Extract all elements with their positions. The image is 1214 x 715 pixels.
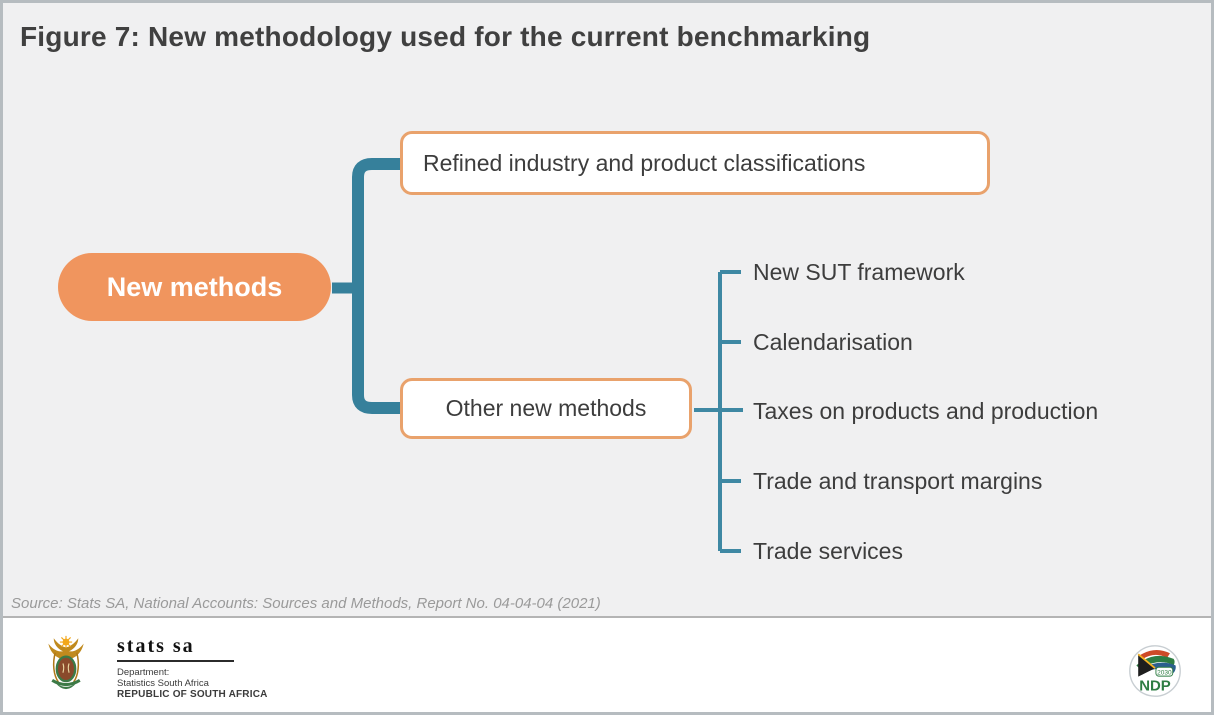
- leaf-trade-services: Trade services: [753, 538, 903, 564]
- node-other-new-methods: Other new methods: [400, 378, 692, 439]
- coat-of-arms-icon: [48, 635, 84, 690]
- statssa-dept-line3: REPUBLIC OF SOUTH AFRICA: [117, 689, 268, 700]
- statssa-text-block: stats sa Department: Statistics South Af…: [117, 636, 268, 700]
- statssa-divider: [117, 660, 234, 662]
- ndp-year-label: 2030: [1157, 669, 1172, 676]
- statssa-dept-line2: Statistics South Africa: [117, 678, 209, 689]
- node-refined-classifications-label: Refined industry and product classificat…: [423, 149, 866, 176]
- subtree-lines: [694, 270, 743, 553]
- leaf-trade-transport-margins: Trade and transport margins: [753, 468, 1043, 494]
- leaf-new-sut-framework: New SUT framework: [753, 259, 965, 285]
- statssa-dept-line1: Department:: [117, 667, 170, 678]
- node-other-new-methods-label: Other new methods: [445, 395, 647, 421]
- figure-title: Figure 7: New methodology used for the c…: [20, 21, 871, 52]
- root-bracket-line: [352, 158, 400, 414]
- statssa-logo: stats sa Department: Statistics South Af…: [43, 624, 293, 706]
- source-note: Source: Stats SA, National Accounts: Sou…: [11, 595, 601, 612]
- ndp-2030-logo-icon: 2030 NDP: [1129, 645, 1181, 697]
- footer: stats sa Department: Statistics South Af…: [3, 618, 1211, 712]
- leaf-calendarisation: Calendarisation: [753, 329, 913, 355]
- leaf-taxes-products-production: Taxes on products and production: [753, 398, 1099, 424]
- connector-lines: [332, 158, 743, 553]
- ndp-acronym-label: NDP: [1139, 678, 1171, 695]
- statssa-wordmark: stats sa: [117, 635, 195, 657]
- node-new-methods-label: New methods: [106, 271, 283, 302]
- node-new-methods: New methods: [58, 253, 331, 321]
- figure-canvas: Figure 7: New methodology used for the c…: [3, 3, 1211, 618]
- node-refined-classifications: Refined industry and product classificat…: [400, 131, 990, 195]
